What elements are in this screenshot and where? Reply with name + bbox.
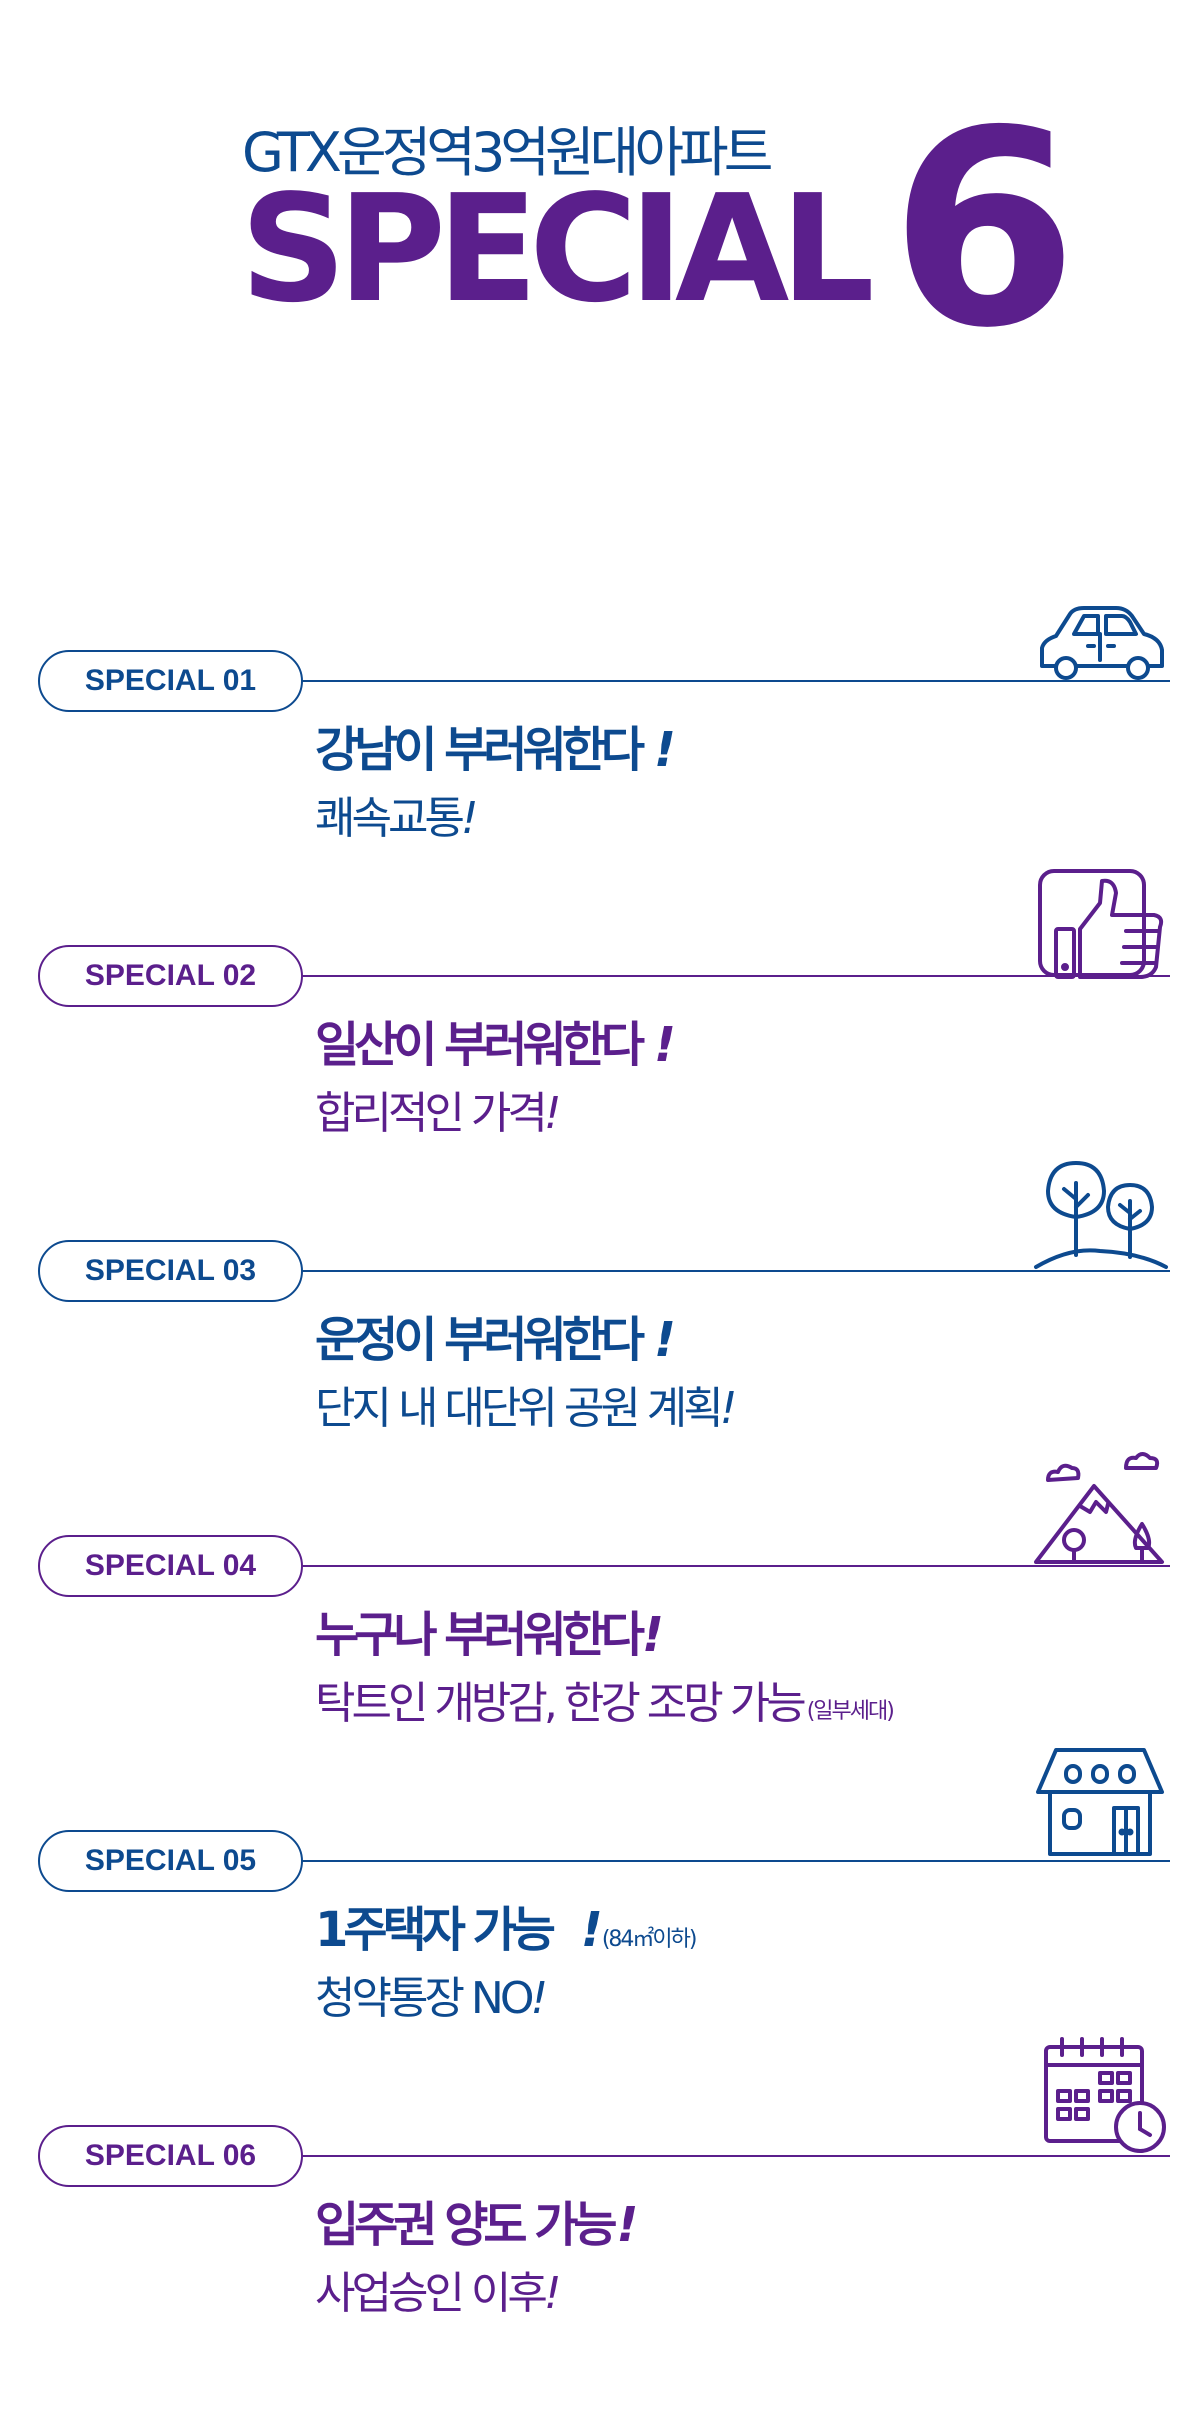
calendar-clock-icon	[1044, 2037, 1166, 2153]
item-headline: 1주택자 가능!(84㎡이하)	[315, 1890, 698, 1960]
description-exclamation: !	[460, 793, 479, 844]
description-text: 합리적인 가격	[315, 1088, 548, 1139]
item-divider	[300, 1270, 1170, 1272]
description-text: 단지 내 대단위 공원 계획	[315, 1383, 724, 1434]
special-item-01: SPECIAL 01 강남이 부러워한다! 쾌속교통!	[0, 560, 1200, 850]
item-divider	[300, 680, 1170, 682]
item-headline: 누구나 부러워한다!	[315, 1595, 664, 1665]
headline-text: 1주택자 가능	[315, 1902, 556, 1958]
special-badge: SPECIAL 01	[38, 650, 303, 712]
headline-exclamation: !	[642, 1607, 664, 1663]
description-text: 쾌속교통	[315, 793, 465, 844]
special-item-05: SPECIAL 05 1주택자 가능!(84㎡이하) 청약통장 NO!	[0, 1740, 1200, 2030]
mountain-icon	[1034, 1452, 1164, 1564]
description-exclamation: !	[543, 1088, 562, 1139]
item-description: 합리적인 가격!	[315, 1077, 562, 1141]
special-badge: SPECIAL 02	[38, 945, 303, 1007]
description-exclamation: !	[530, 1973, 548, 2024]
trees-icon	[1034, 1161, 1168, 1269]
headline-text: 운정이 부러워한다	[315, 1312, 645, 1368]
hero-header: GTX운정역3억원대아파트 SPECIAL 6	[0, 0, 1200, 365]
special-badge: SPECIAL 06	[38, 2125, 303, 2187]
description-exclamation: !	[719, 1383, 738, 1434]
description-note: (일부세대)	[806, 1699, 895, 1724]
hero-subtitle: GTX운정역3억원대아파트	[242, 121, 773, 184]
headline-text: 입주권 양도 가능	[315, 2197, 618, 2253]
description-text: 탁트인 개방감, 한강 조망 가능	[315, 1678, 807, 1729]
hero-title: SPECIAL	[240, 163, 875, 335]
description-text: 청약통장 NO	[315, 1973, 534, 2024]
item-divider	[300, 1565, 1170, 1567]
item-divider	[300, 2155, 1170, 2157]
headline-text: 누구나 부러워한다	[315, 1607, 645, 1663]
item-divider	[300, 975, 1170, 977]
headline-exclamation: !	[654, 722, 676, 778]
item-description: 청약통장 NO!	[315, 1962, 548, 2026]
headline-text: 일산이 부러워한다	[315, 1017, 645, 1073]
headline-text: 강남이 부러워한다	[315, 722, 645, 778]
item-headline: 운정이 부러워한다!	[315, 1300, 676, 1370]
item-description: 단지 내 대단위 공원 계획!	[315, 1372, 738, 1436]
headline-exclamation: !	[654, 1312, 676, 1368]
item-description: 탁트인 개방감, 한강 조망 가능(일부세대)	[315, 1667, 895, 1731]
description-exclamation: !	[543, 2268, 562, 2319]
special-item-04: SPECIAL 04 누구나 부러워한다! 탁트인 개방감, 한강 조망 가능(…	[0, 1445, 1200, 1735]
item-headline: 입주권 양도 가능!	[315, 2185, 639, 2255]
special-badge: SPECIAL 03	[38, 1240, 303, 1302]
thumbs-up-icon	[1038, 869, 1164, 979]
house-icon	[1036, 1748, 1164, 1856]
item-headline: 강남이 부러워한다!	[315, 710, 676, 780]
car-icon	[1040, 606, 1164, 680]
special-badge: SPECIAL 04	[38, 1535, 303, 1597]
special-badge: SPECIAL 05	[38, 1830, 303, 1892]
item-description: 사업승인 이후!	[315, 2257, 562, 2321]
hero-number: 6	[890, 72, 1078, 387]
item-divider	[300, 1860, 1170, 1862]
headline-exclamation: !	[616, 2197, 639, 2253]
description-text: 사업승인 이후	[315, 2268, 548, 2319]
item-headline: 일산이 부러워한다!	[315, 1005, 676, 1075]
special-item-06: SPECIAL 06 입주권 양도 가능! 사업승인 이후!	[0, 2035, 1200, 2325]
headline-note: (84㎡이하)	[601, 1927, 698, 1952]
headline-exclamation: !	[654, 1017, 676, 1073]
special-item-02: SPECIAL 02 일산이 부러워한다! 합리적인 가격!	[0, 855, 1200, 1145]
item-description: 쾌속교통!	[315, 782, 479, 846]
headline-exclamation: !	[580, 1902, 603, 1958]
special-item-03: SPECIAL 03 운정이 부러워한다! 단지 내 대단위 공원 계획!	[0, 1150, 1200, 1440]
